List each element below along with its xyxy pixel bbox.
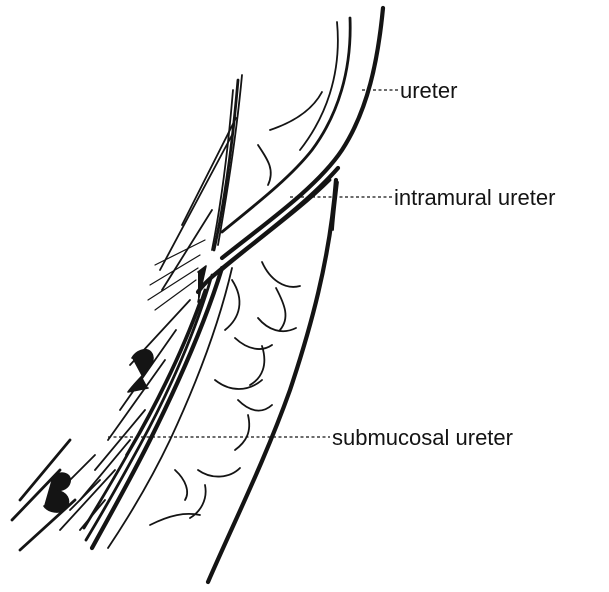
ureter-submucosal bbox=[84, 268, 232, 548]
label-ureter: ureter bbox=[400, 78, 457, 103]
label-submucosal-ureter: submucosal ureter bbox=[332, 425, 513, 450]
marker-2: 2 bbox=[128, 350, 153, 392]
marker-3: 3 bbox=[44, 473, 70, 512]
ureter-intramural bbox=[198, 92, 338, 292]
ureter-upper bbox=[212, 8, 383, 258]
bladder-wall bbox=[208, 180, 338, 582]
label-intramural-ureter: intramural ureter bbox=[394, 185, 555, 210]
